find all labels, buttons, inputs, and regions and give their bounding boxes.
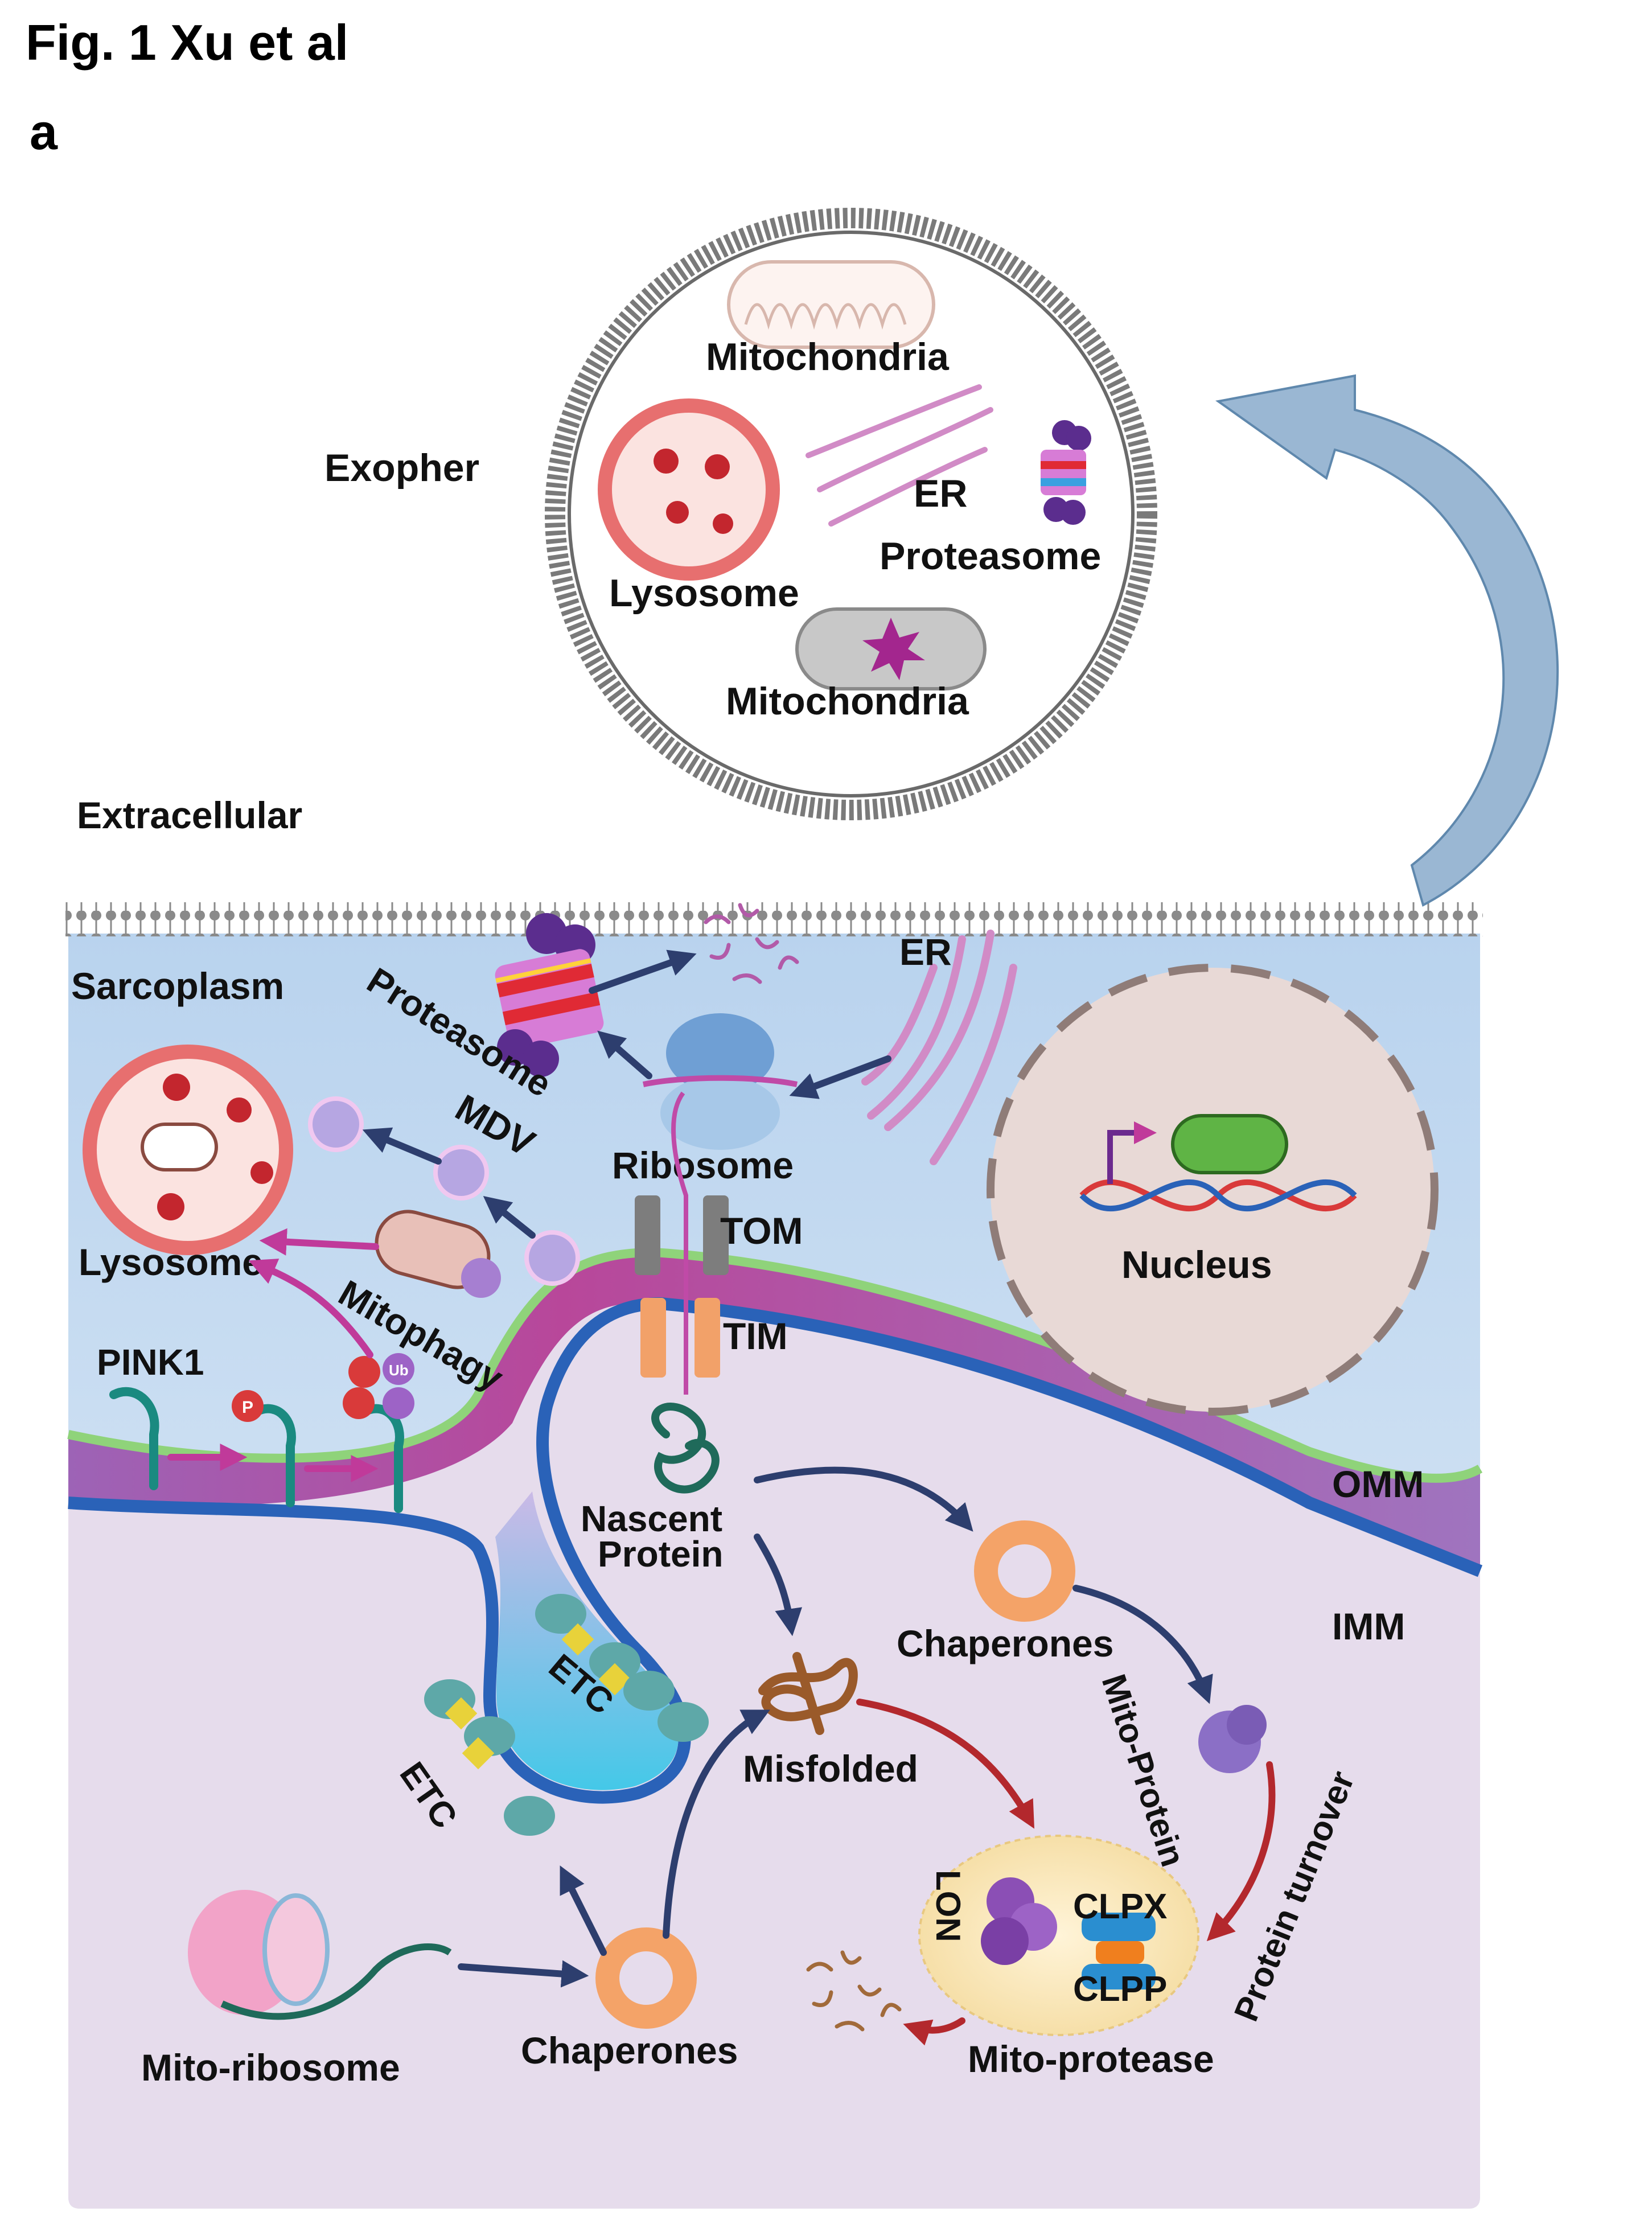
- chaperone-lower-icon: [595, 1927, 697, 2029]
- cell-er-icon: [861, 930, 1017, 1165]
- mito-ribosome-icon: [188, 1890, 452, 2020]
- nucleus-label: Nucleus: [1121, 1243, 1272, 1286]
- arrow-chaperone-misfolded: [663, 1709, 770, 1939]
- pink1-protein: [252, 1404, 296, 1507]
- cell-er-label: ER: [899, 931, 952, 973]
- exopher-mitochondrion-top: [727, 260, 935, 349]
- ribosome-label: Ribosome: [612, 1144, 794, 1186]
- arrow-protease-peptides: [903, 2017, 965, 2046]
- sarcoplasm-label: Sarcoplasm: [71, 965, 284, 1007]
- arrow-misfolded-protease: [856, 1699, 1034, 1829]
- mdv-vesicles: [308, 1096, 580, 1286]
- plasma-membrane: [65, 902, 1483, 936]
- nascent-chain: [671, 1091, 688, 1395]
- clpx-clpp-icon: [1082, 1913, 1156, 1989]
- cell-lysosome-icon: [83, 1045, 293, 1255]
- mito-ribosome-label: Mito-ribosome: [141, 2046, 400, 2089]
- mdv-vesicle: [308, 1096, 364, 1152]
- nucleus-icon: [987, 964, 1439, 1416]
- arrow-mdv-1: [362, 1127, 442, 1165]
- ubiquitin-circle: [383, 1387, 414, 1419]
- pathway-arrows: [167, 949, 1276, 2046]
- exopher-mitochondrion-bottom: [795, 607, 987, 690]
- lon-label: LON: [929, 1870, 967, 1942]
- tom-label: TOM: [720, 1210, 803, 1252]
- arrow-chaperone-etc: [560, 1865, 607, 1956]
- exopher: Exopher Mitochondria ER Proteasome: [324, 208, 1157, 820]
- mito-protease-label: Mito-protease: [968, 2038, 1214, 2080]
- exopher-er-label: ER: [914, 472, 967, 515]
- extracellular-label: Extracellular: [77, 794, 302, 836]
- clpx-label: CLPX: [1073, 1887, 1167, 1926]
- etc-complexes: [424, 1594, 709, 1836]
- arrow-nascent-misfolded: [754, 1534, 802, 1637]
- ribosome-icon: [642, 1013, 798, 1150]
- arrow-pink1-lysosome: [248, 1259, 373, 1358]
- mito-protein-icon: [1198, 1705, 1267, 1773]
- exopher-lysosome-label: Lysosome: [609, 572, 799, 615]
- chaperones-lower-label: Chaperones: [521, 2029, 738, 2071]
- arrow-nascent-chaperone: [754, 1466, 973, 1532]
- nascent-protein-icon: [651, 1403, 720, 1494]
- mito-protease-complex: [918, 1835, 1199, 2036]
- cell-lysosome-label: Lysosome: [79, 1241, 263, 1283]
- inner-membrane: [68, 1297, 1483, 1804]
- exopher-mitochondria-top-label: Mitochondria: [706, 335, 950, 379]
- exopher-release-arrow: [1215, 374, 1559, 907]
- nascent-protein-label-line2: Protein: [598, 1534, 723, 1575]
- misfolded-protein-icon: [758, 1652, 858, 1735]
- tim-complex-icon: [640, 1298, 720, 1378]
- exopher-mitochondria-bottom-label: Mitochondria: [726, 680, 969, 723]
- mitophagy-mitochondrion: [375, 1210, 501, 1298]
- figure-title: Fig. 1 Xu et al: [26, 14, 348, 71]
- degraded-peptides-top: [704, 903, 799, 984]
- lon-icon: [981, 1877, 1057, 1965]
- arrow-proteasome-degrade: [589, 949, 697, 994]
- arrow-mitophagy-lysosome: [259, 1228, 379, 1256]
- mdv-vesicle: [433, 1145, 489, 1201]
- tim-label: TIM: [723, 1315, 788, 1357]
- arrow-mitoribosome-chaperone: [458, 1960, 589, 1988]
- nascent-protein-label-line1: Nascent: [581, 1498, 722, 1539]
- exopher-lysosome-icon: [598, 398, 780, 581]
- arrow-mitoprotein-protease: [1206, 1761, 1276, 1942]
- arrow-mdv-2: [483, 1196, 536, 1239]
- chaperones-upper-label: Chaperones: [897, 1622, 1113, 1664]
- clpp-label: CLPP: [1073, 1970, 1167, 2009]
- phospho-circle: [348, 1356, 380, 1388]
- ubiquitin-circle: [383, 1353, 414, 1385]
- panel-letter: a: [30, 104, 58, 160]
- arrow-er-ribosome: [789, 1055, 891, 1099]
- exopher-er-icon: [806, 384, 993, 527]
- phospho-circle: [232, 1390, 264, 1422]
- chaperone-upper-icon: [974, 1520, 1075, 1622]
- misfolded-label: Misfolded: [743, 1748, 918, 1790]
- arrow-ribosome-proteasome: [597, 1030, 652, 1079]
- phospho-circle: [343, 1387, 375, 1419]
- exopher-label: Exopher: [324, 446, 479, 490]
- pink1-label: PINK1: [97, 1342, 204, 1383]
- arrow-chaperone-mitoprotein: [1072, 1585, 1213, 1704]
- ubiquitin-label: Ub: [389, 1362, 409, 1379]
- mdv-vesicle: [524, 1230, 580, 1286]
- cell-proteasome-icon: [495, 913, 604, 1077]
- etc-complex: [424, 1679, 555, 1836]
- exopher-proteasome-icon: [1041, 420, 1091, 525]
- degraded-peptides-bottom: [806, 1950, 902, 2032]
- exopher-membrane: [545, 208, 1157, 820]
- exopher-proteasome-label: Proteasome: [880, 535, 1101, 578]
- imm-label: IMM: [1332, 1605, 1405, 1647]
- omm-label: OMM: [1332, 1463, 1424, 1505]
- etc-complex: [535, 1594, 709, 1742]
- phospho-label: P: [242, 1398, 253, 1417]
- tom-complex-icon: [635, 1195, 729, 1275]
- pink1-protein: [109, 1387, 159, 1490]
- phospho-markers: P Ub: [232, 1353, 414, 1422]
